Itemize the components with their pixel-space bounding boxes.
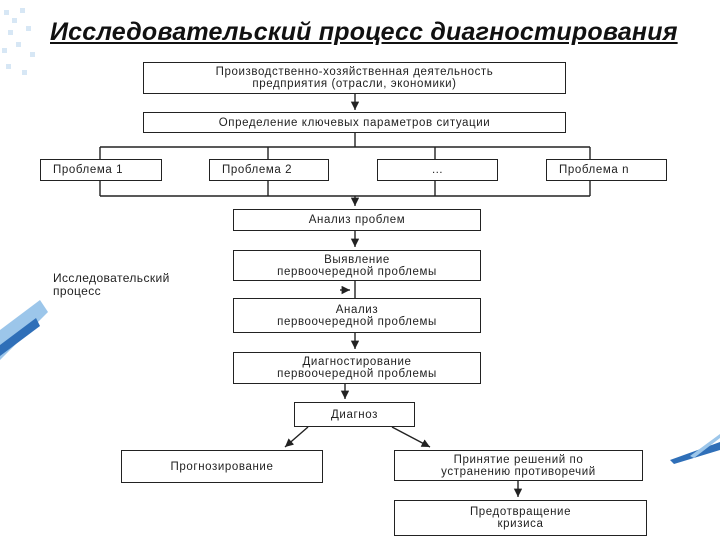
problem-analysis-box: Анализ проблем [233,209,481,231]
left-decoration [0,8,48,360]
problem-n-box: Проблема n [546,159,667,181]
decisions-box: Принятие решений по устранению противоре… [394,450,643,481]
problem-2-box: Проблема 2 [209,159,329,181]
activity-box: Производственно-хозяйственная деятельнос… [143,62,566,94]
forecasting-box: Прогнозирование [121,450,323,483]
priority-diagnosis-box: Диагностирование первоочередной проблемы [233,352,481,384]
right-decoration [670,434,720,464]
slide-title: Исследовательский процесс диагностирован… [50,18,678,46]
problem-ellipsis-box: … [377,159,498,181]
problem-1-box: Проблема 1 [40,159,162,181]
key-parameters-box: Определение ключевых параметров ситуации [143,112,566,133]
crisis-prevention-box: Предотвращение кризиса [394,500,647,536]
research-process-label: Исследовательский процесс [53,271,170,298]
priority-analysis-box: Анализ первоочередной проблемы [233,298,481,333]
diagnosis-box: Диагноз [294,402,415,427]
priority-identification-box: Выявление первоочередной проблемы [233,250,481,281]
